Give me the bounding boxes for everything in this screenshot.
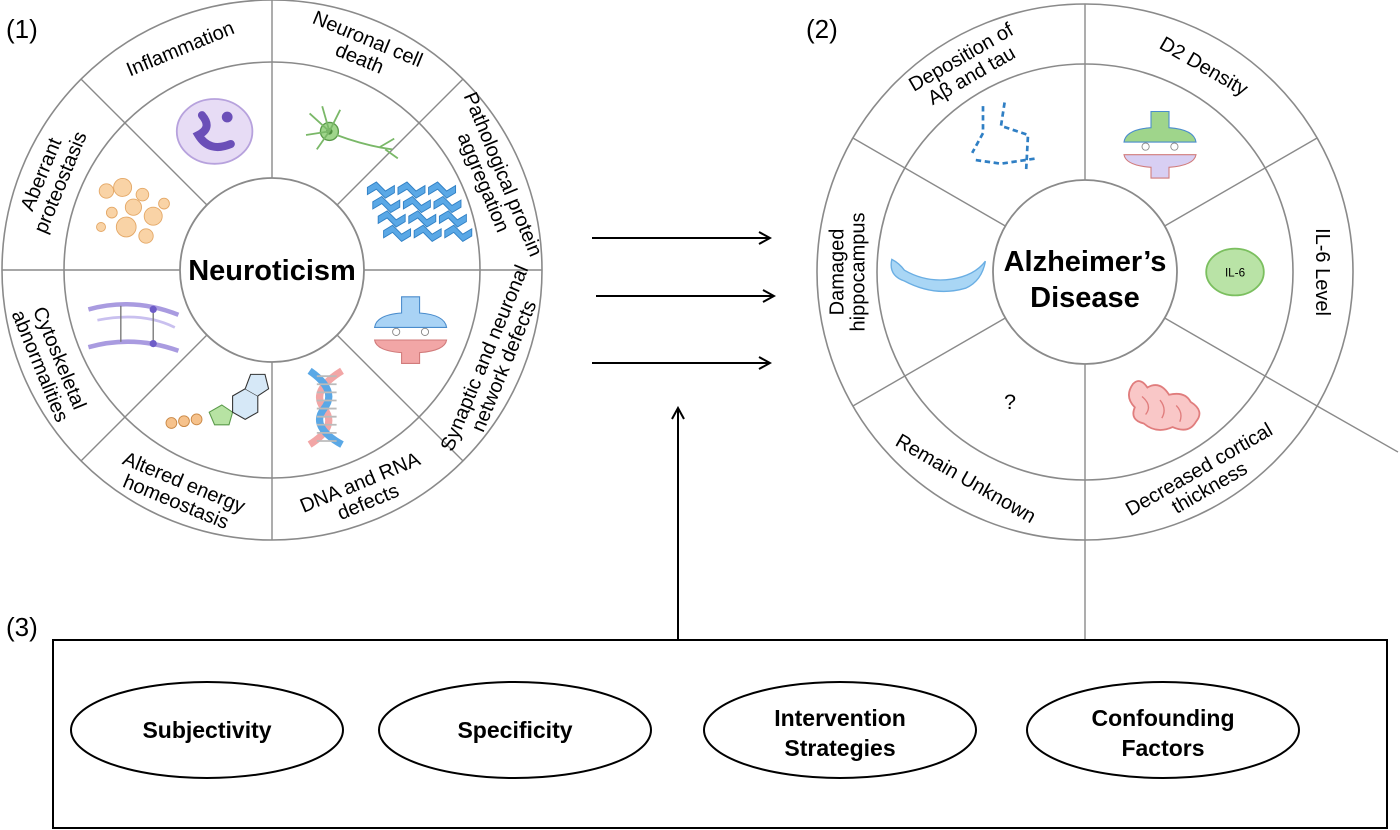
- factor-ellipse-4: [1026, 681, 1300, 779]
- panel-label-3: (3): [6, 612, 38, 642]
- segment-divider: [852, 137, 1006, 227]
- extended-divider: [1316, 405, 1399, 453]
- molecule-icon: [165, 373, 270, 429]
- hippocampus-icon: [890, 258, 987, 293]
- dna-icon: [307, 367, 344, 448]
- alzheimers-title-line: Alzheimer’s: [1004, 246, 1167, 278]
- factor-label-4-line: Factors: [1121, 735, 1204, 761]
- center-circle: [992, 179, 1178, 365]
- factor-ellipse-3: [703, 681, 977, 779]
- neuron-icon: [305, 105, 399, 160]
- segment-divider: [1164, 317, 1318, 407]
- factor-ellipse-1: [70, 681, 344, 779]
- question-mark: ?: [1004, 389, 1016, 414]
- alzheimers-title-line: Disease: [1030, 282, 1140, 314]
- segment-divider: [1164, 137, 1318, 227]
- factor-label-1: Subjectivity: [142, 717, 271, 743]
- synapse-icon: [1123, 110, 1197, 179]
- il6-icon-label: IL-6: [1225, 267, 1245, 280]
- segment-label-5: Damagedhippocampus: [827, 213, 870, 332]
- cytoskeleton-icon: [87, 301, 180, 353]
- protein-droplets-icon: [96, 177, 170, 244]
- panel-label-1: (1): [6, 14, 38, 44]
- segment-divider: [336, 334, 464, 462]
- question-icon: ?: [1004, 389, 1016, 414]
- protein-aggregate-icon: [366, 181, 473, 242]
- neuroticism-title: Neuroticism: [188, 255, 356, 287]
- cortex-icon: [1128, 380, 1201, 431]
- segment-divider: [852, 317, 1006, 407]
- segment-label-2: IL-6 Level: [1311, 228, 1333, 316]
- factor-label-2: Specificity: [457, 717, 572, 743]
- factor-ellipse-2: [378, 681, 652, 779]
- il6-icon: IL-6: [1205, 247, 1265, 297]
- factors-box: [52, 639, 1388, 829]
- factor-label-4-line: Confounding: [1091, 705, 1234, 731]
- segment-label-2-line: IL-6 Level: [1311, 228, 1333, 316]
- segment-label-5-line: hippocampus: [848, 213, 870, 332]
- segment-divider: [336, 78, 464, 206]
- panel-label-2: (2): [806, 14, 838, 44]
- immune-cell-icon: [175, 98, 254, 165]
- segment-label-5-line: Damaged: [827, 229, 849, 316]
- segment-divider: [80, 334, 208, 462]
- synapse-icon: [373, 296, 448, 364]
- factor-label-3-line: Intervention: [774, 705, 906, 731]
- center-circle: [179, 177, 365, 363]
- segment-divider: [80, 78, 208, 206]
- factor-label-3-line: Strategies: [784, 735, 895, 761]
